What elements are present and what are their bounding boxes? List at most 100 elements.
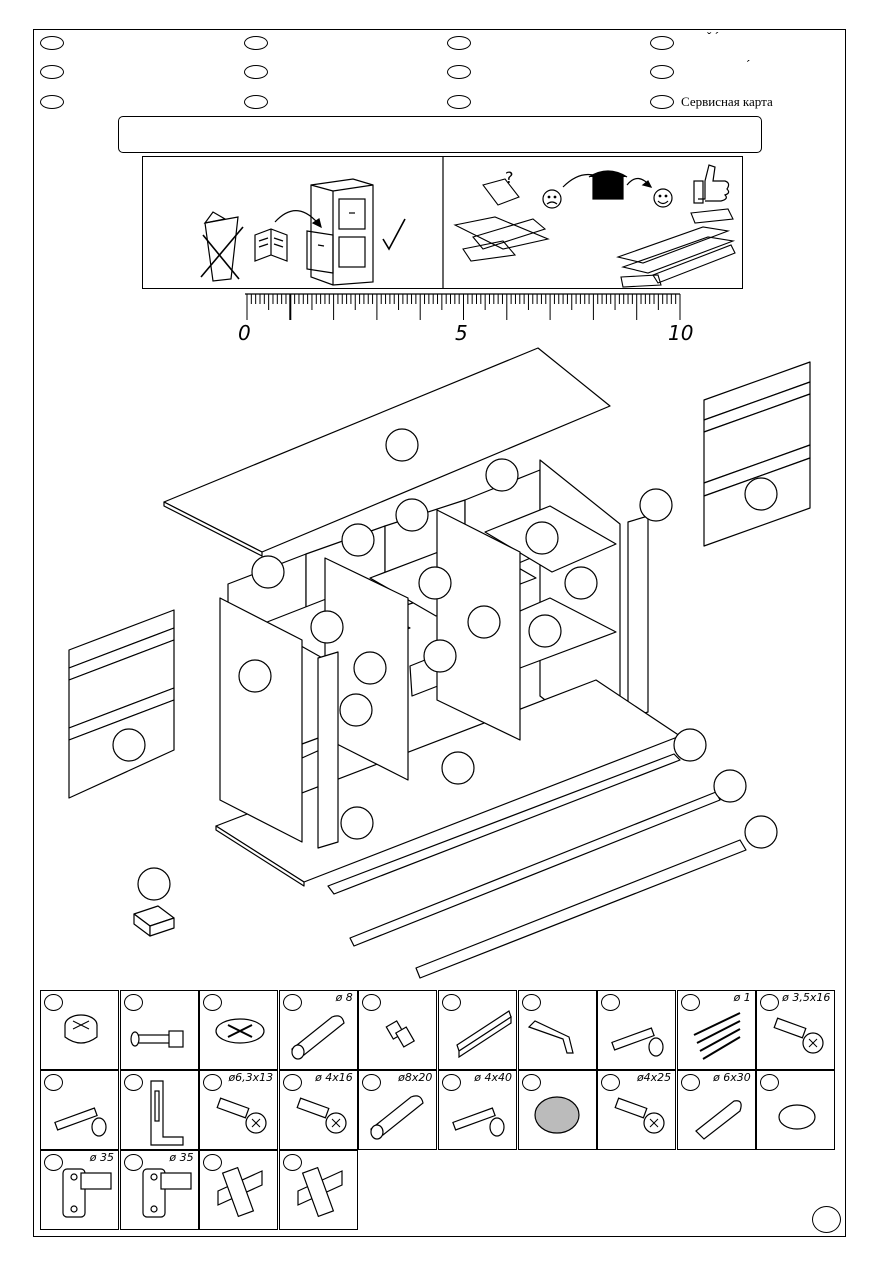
part-callout — [353, 651, 387, 685]
hardware-cell: ø4x25 — [597, 1070, 677, 1150]
hardware-cell: ø 3,5x16 — [756, 990, 836, 1070]
part-callout — [341, 523, 375, 557]
part-callout — [385, 428, 419, 462]
confirmat-screw-icon — [611, 1027, 664, 1057]
hardware-index-marker — [442, 994, 461, 1011]
wood-dowel-icon — [291, 1015, 345, 1060]
discard-packaging-icon — [200, 211, 244, 282]
hardware-dimension: ø 6x30 — [713, 1071, 751, 1084]
hardware-cell: ø 6x30 — [676, 1070, 756, 1150]
hardware-cell: ø 4x40 — [438, 1070, 517, 1150]
part-callout — [744, 815, 778, 849]
instructions-panel: ? — [142, 156, 743, 289]
hardware-cell: ø 8 — [278, 990, 358, 1070]
hinge-plate-icon — [217, 1166, 263, 1218]
felt-pad-icon — [533, 1096, 580, 1134]
thumbs-up-icon — [693, 164, 730, 204]
part-callout — [340, 806, 374, 840]
hardware-index-marker — [601, 994, 621, 1011]
happy-face-icon — [653, 188, 673, 208]
language-marker — [650, 36, 674, 50]
language-marker — [650, 65, 674, 79]
hardware-cell: ø8x20 — [358, 1070, 438, 1150]
language-marker — [40, 95, 64, 109]
hardware-cell — [517, 1070, 597, 1150]
part-callout — [564, 566, 598, 600]
hardware-cell: ø 4x16 — [278, 1070, 358, 1150]
hardware-dimension: ø 35 — [169, 1151, 194, 1164]
hardware-index-marker — [362, 994, 382, 1011]
hardware-dimension: ø8x20 — [398, 1071, 433, 1084]
part-callout — [310, 610, 344, 644]
hardware-cell — [199, 990, 279, 1070]
accent-marks: ˇ ˊ — [707, 29, 719, 44]
wall-plug-icon — [694, 1100, 742, 1140]
hardware-cell — [40, 1070, 119, 1150]
part-callout — [137, 867, 171, 901]
hardware-index-marker — [44, 1074, 63, 1091]
language-marker — [650, 95, 674, 109]
hardware-cell — [40, 990, 119, 1070]
hardware-dimension: ø 1 — [733, 991, 751, 1004]
hardware-cell — [438, 990, 517, 1070]
part-callout — [673, 728, 707, 762]
hardware-cell — [199, 1150, 279, 1230]
language-marker — [40, 36, 64, 50]
hardware-index-marker — [282, 994, 302, 1011]
part-callout — [418, 566, 452, 600]
phone-icon — [562, 170, 653, 200]
hardware-index-marker — [123, 1074, 143, 1091]
part-callout — [339, 693, 373, 727]
nails-icon — [693, 1012, 741, 1060]
screw-icon — [614, 1097, 665, 1134]
plinth-front — [327, 753, 681, 895]
manual-icon — [254, 210, 322, 262]
language-marker — [447, 65, 471, 79]
hardware-cell — [358, 990, 438, 1070]
part-callout — [112, 728, 146, 762]
angle-bracket-icon — [149, 1080, 184, 1146]
hinge-icon — [62, 1168, 112, 1218]
hardware-index-marker — [601, 1074, 621, 1091]
hardware-index-marker — [203, 1154, 223, 1171]
hardware-index-marker — [760, 1074, 780, 1091]
part-callout — [423, 639, 457, 673]
bumper-icon — [778, 1104, 816, 1130]
problem-parts-icon: ? — [453, 168, 550, 262]
hardware-cell — [597, 990, 677, 1070]
hardware-dimension: ø 3,5x16 — [782, 991, 831, 1004]
hardware-index-marker — [521, 1074, 541, 1091]
part-callout — [525, 521, 559, 555]
sad-face-icon — [542, 189, 562, 209]
part-callout — [395, 498, 429, 532]
hardware-cell — [119, 1070, 199, 1150]
hardware-cell: ø 1 — [676, 990, 756, 1070]
shelf-pin-icon — [385, 1020, 416, 1048]
hardware-cell: ø6,3x13 — [199, 1070, 279, 1150]
screw-icon — [296, 1097, 347, 1134]
hardware-cell — [756, 1070, 836, 1150]
wood-dowel-icon — [370, 1095, 425, 1140]
hardware-dimension: ø4x25 — [636, 1071, 672, 1084]
screw-icon — [773, 1017, 824, 1054]
hardware-index-marker — [760, 994, 780, 1011]
hardware-cell — [517, 990, 597, 1070]
hinge-icon — [141, 1168, 192, 1218]
part-callout — [251, 555, 285, 589]
accent-mark: ˊ — [746, 57, 751, 72]
hardware-cell — [278, 1150, 358, 1230]
part-callout — [238, 659, 272, 693]
euro-screw-icon — [216, 1097, 267, 1134]
hardware-index-marker — [44, 1154, 63, 1171]
long-screw-icon — [452, 1107, 505, 1137]
hardware-index-marker — [282, 1154, 302, 1171]
hardware-dimension: ø6,3x13 — [228, 1071, 274, 1084]
part-callout — [744, 477, 778, 511]
svg-text:?: ? — [505, 168, 514, 187]
hardware-cell: ø 35 — [119, 1150, 199, 1230]
hinge-plate-icon — [297, 1166, 343, 1218]
language-marker — [447, 36, 471, 50]
long-bolt-icon — [54, 1107, 107, 1137]
instructions-illustration: ? — [200, 157, 736, 288]
hardware-index-marker — [123, 994, 143, 1011]
